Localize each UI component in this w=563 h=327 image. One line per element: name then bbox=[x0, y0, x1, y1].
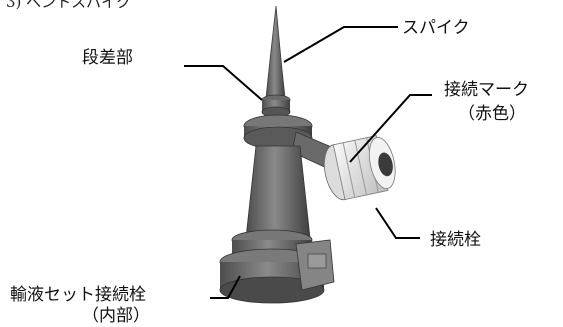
connector bbox=[323, 135, 396, 201]
connector-port bbox=[378, 152, 393, 177]
leader-mark bbox=[349, 94, 432, 163]
label-infusion-sub: （内部） bbox=[82, 306, 150, 326]
leader-spike bbox=[283, 26, 398, 63]
label-infusion-port: 輸液セット接続栓 bbox=[10, 285, 146, 305]
main-body bbox=[245, 145, 311, 239]
leader-step bbox=[184, 65, 263, 101]
figure-heading: 3) ベントスパイク bbox=[6, 0, 131, 11]
label-mark-color: （赤色） bbox=[458, 104, 526, 124]
label-step: 段差部 bbox=[82, 48, 133, 68]
leader-port bbox=[375, 207, 420, 239]
leader-infusion bbox=[210, 275, 241, 299]
spike-tip bbox=[265, 5, 286, 99]
label-spike: スパイク bbox=[402, 18, 470, 38]
label-port: 接続栓 bbox=[430, 230, 481, 250]
label-connection-mark: 接続マーク bbox=[444, 80, 529, 100]
